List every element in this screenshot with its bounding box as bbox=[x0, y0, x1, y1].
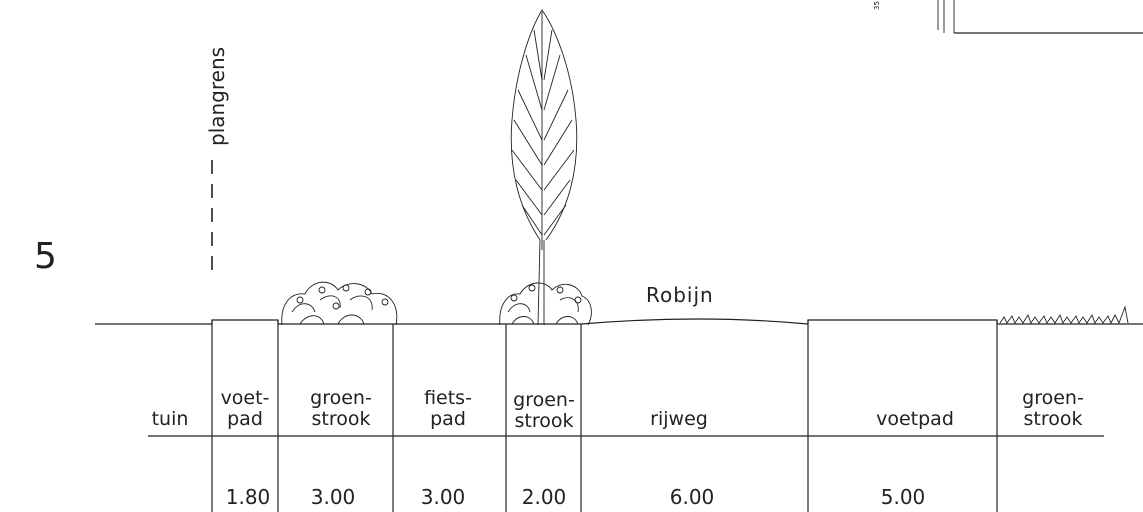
label-groenstrook-3-line1: groen- bbox=[1022, 387, 1084, 409]
label-voetpad-1-line2: pad bbox=[227, 408, 263, 430]
grass bbox=[999, 305, 1129, 325]
shrub-1 bbox=[281, 281, 398, 326]
label-groenstrook-2-line1: groen- bbox=[513, 389, 575, 411]
width-groenstrook-2: 2.00 bbox=[522, 485, 567, 509]
label-voetpad-1-line1: voet- bbox=[221, 387, 270, 409]
boundary-label: plangrens bbox=[205, 47, 229, 146]
label-fietspad-line2: pad bbox=[430, 408, 466, 430]
shrub-2 bbox=[499, 282, 592, 326]
label-tuin: tuin bbox=[152, 408, 189, 430]
label-groenstrook-1-line2: strook bbox=[312, 408, 371, 430]
label-groenstrook-3-line2: strook bbox=[1024, 408, 1083, 430]
label-groenstrook-1-line1: groen- bbox=[310, 387, 372, 409]
ground-line bbox=[95, 318, 1143, 325]
width-groenstrook-1: 3.00 bbox=[311, 485, 356, 509]
width-voetpad-1: 1.80 bbox=[226, 485, 271, 509]
label-fietspad-line1: fiets- bbox=[424, 387, 472, 409]
label-groenstrook-2-line2: strook bbox=[515, 410, 574, 432]
section-number: 5 bbox=[34, 236, 57, 277]
width-fietspad: 3.00 bbox=[421, 485, 466, 509]
label-rijweg: rijweg bbox=[650, 408, 708, 430]
building-fragment: 35 bbox=[873, 0, 1143, 34]
width-voetpad-2: 5.00 bbox=[881, 485, 926, 509]
tree bbox=[510, 9, 578, 326]
profile-divisions bbox=[211, 320, 998, 512]
width-rijweg: 6.00 bbox=[670, 485, 715, 509]
label-voetpad-2: voetpad bbox=[876, 408, 954, 430]
profile-labels: tuin voet- pad groen- strook fiets- pad … bbox=[152, 387, 1084, 432]
profile-widths: 1.80 3.00 3.00 2.00 6.00 5.00 bbox=[226, 485, 926, 509]
street-name: Robijn bbox=[646, 283, 714, 307]
tiny-mark: 35 bbox=[873, 1, 881, 10]
